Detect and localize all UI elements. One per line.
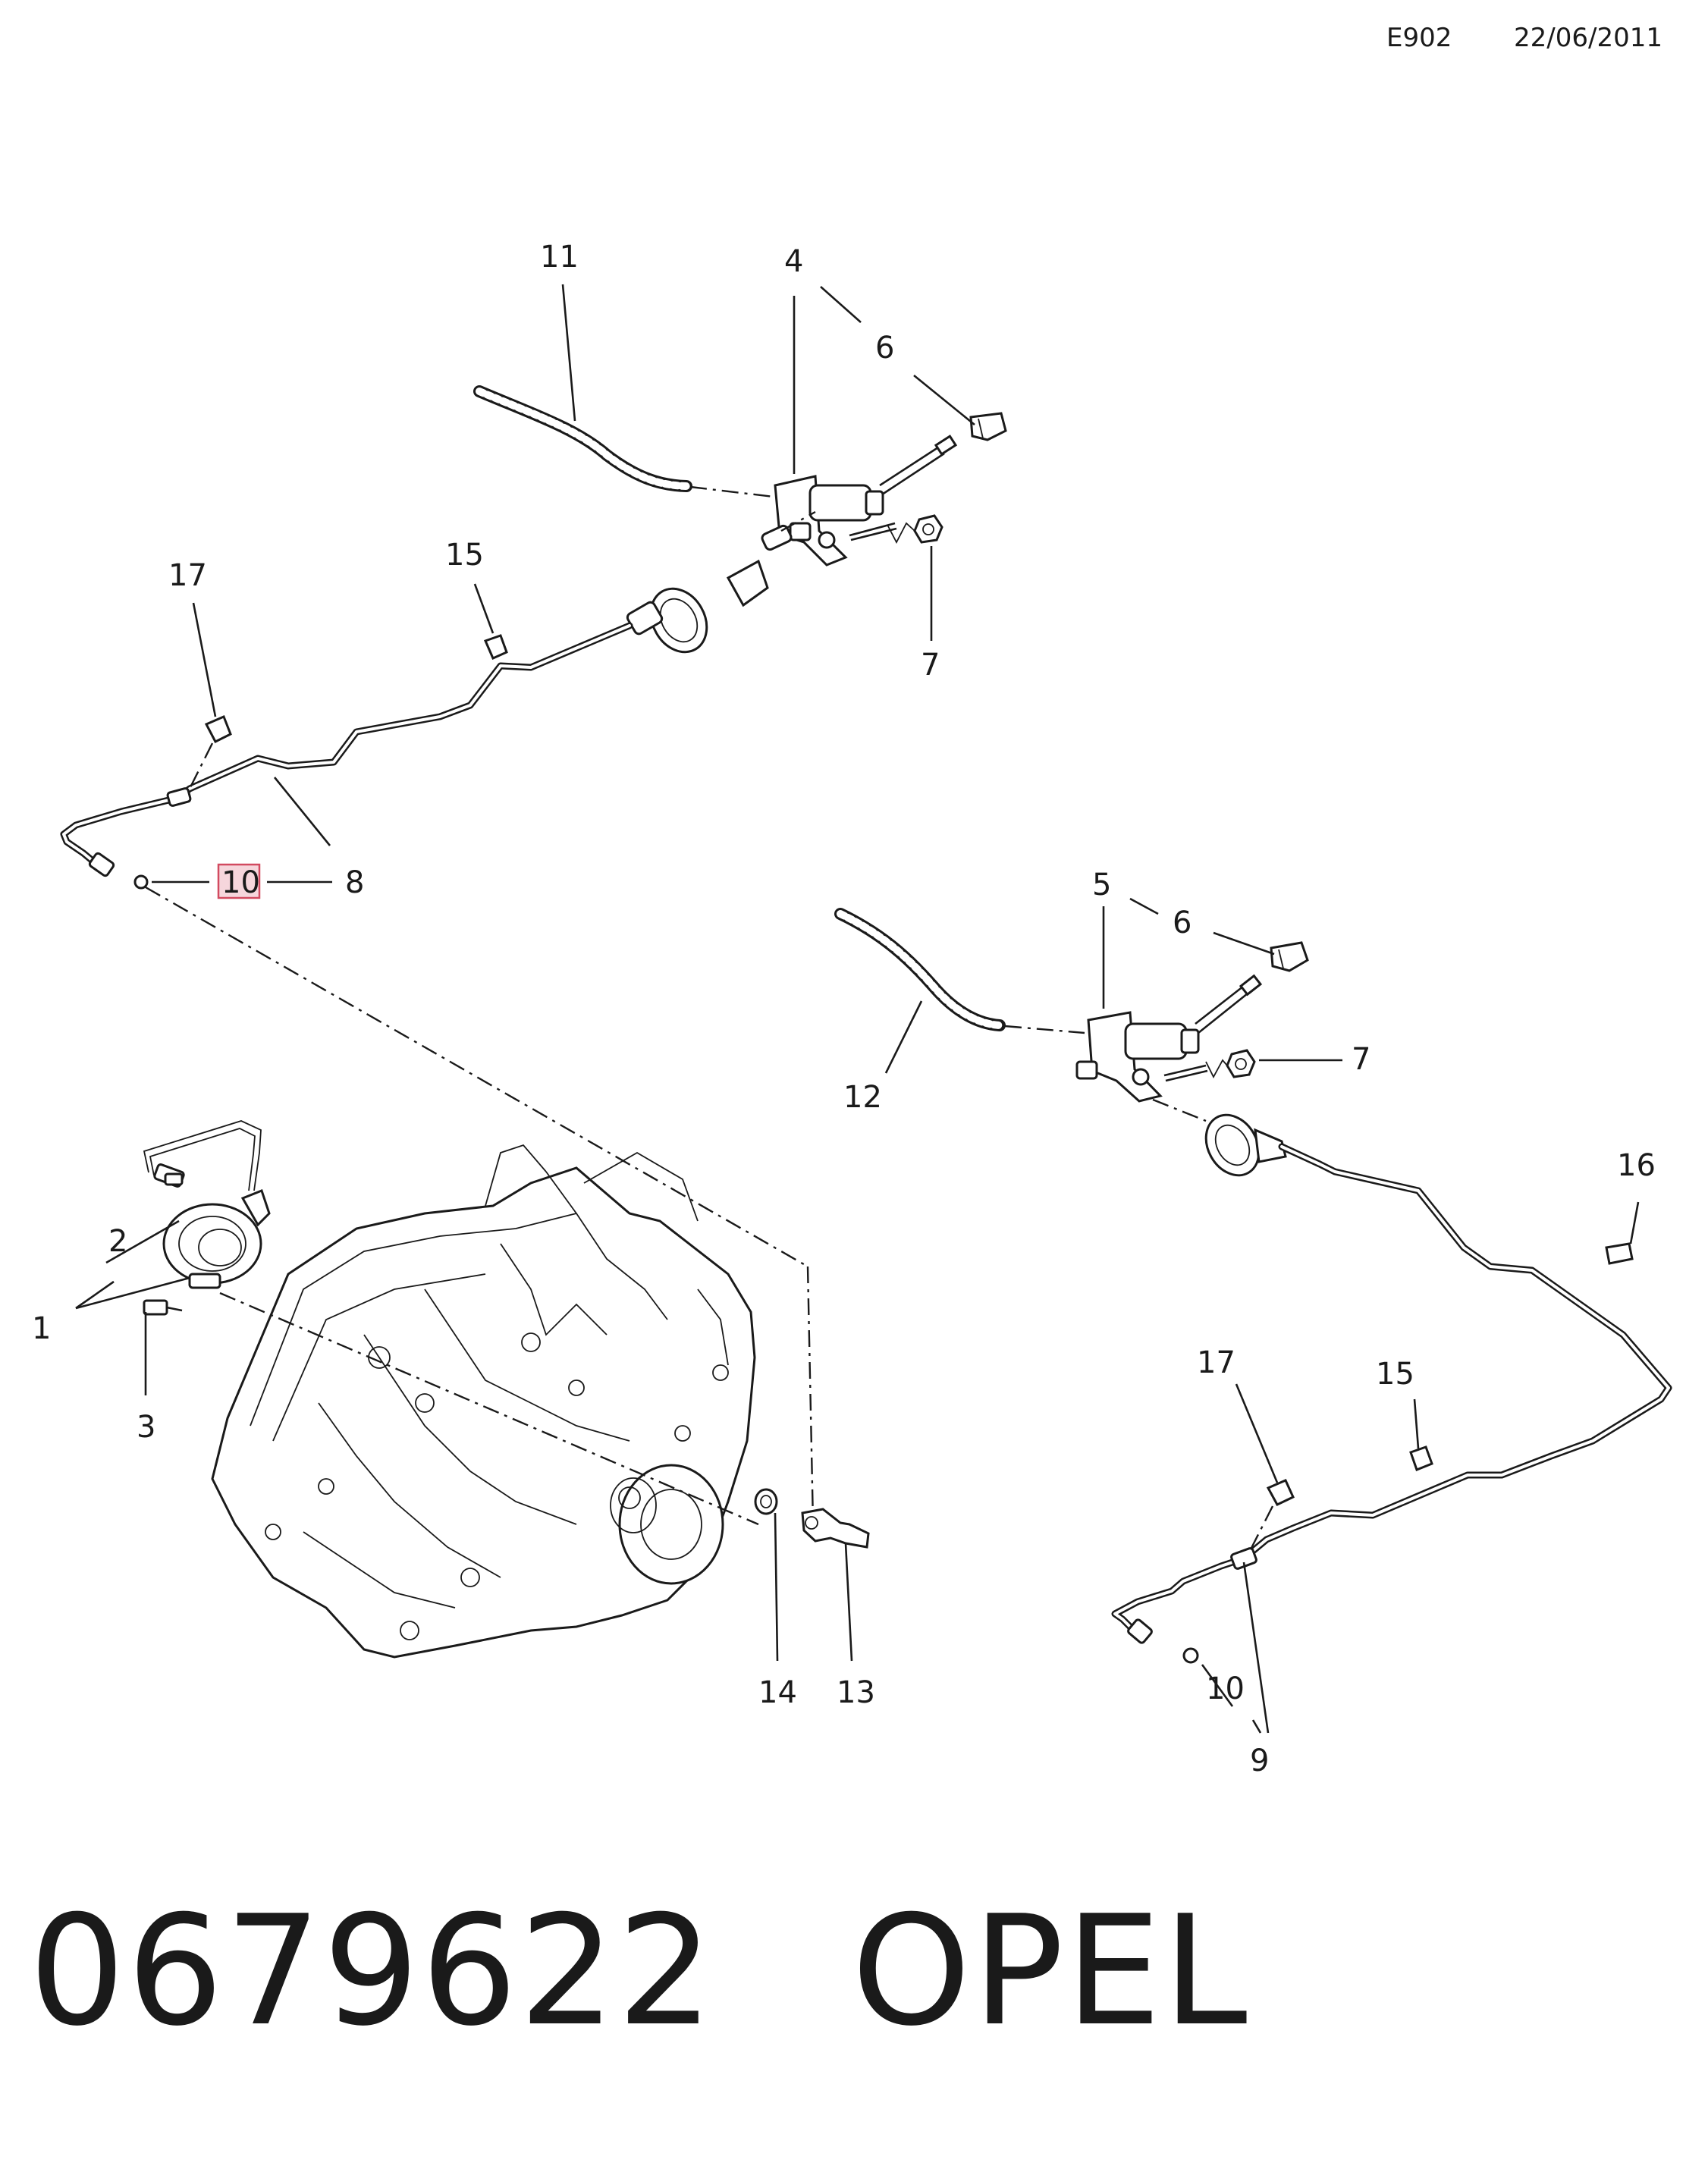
concentric-slave-cylinder <box>143 1120 759 1526</box>
callout-highlight-box <box>217 863 261 899</box>
hydraulic-adapter <box>801 1508 870 1549</box>
callout-15-upper: 15 <box>445 538 484 573</box>
pressure-line-lower <box>1111 1143 1672 1664</box>
callout-6-upper: 6 <box>875 331 894 366</box>
callout-10-lower: 10 <box>1206 1671 1245 1706</box>
reservoir-hose-upper <box>473 385 774 498</box>
callout-10-upper: 10 <box>221 865 260 900</box>
pressure-line-upper <box>60 622 633 890</box>
callout-8: 8 <box>345 865 364 900</box>
part-number: 0679622 <box>29 1883 715 2060</box>
nut-upper <box>887 514 943 544</box>
pipe-clip-15-lower <box>1409 1445 1433 1471</box>
master-cylinder-upper <box>774 435 958 567</box>
callout-9: 9 <box>1250 1744 1269 1778</box>
callout-17-lower: 17 <box>1197 1345 1235 1380</box>
callout-6-lower: 6 <box>1173 906 1192 940</box>
diagram-date: 22/06/2011 <box>1514 23 1662 53</box>
callout-5: 5 <box>1092 868 1111 902</box>
pipe-connector-upper <box>626 510 816 654</box>
bleed-screw <box>164 1172 184 1186</box>
brand-name: OPEL <box>851 1883 1249 2060</box>
callout-13: 13 <box>837 1675 875 1710</box>
pipe-clip-16 <box>1605 1242 1634 1265</box>
pipe-clip-15-upper <box>483 634 508 660</box>
callout-16: 16 <box>1617 1148 1656 1183</box>
callout-1: 1 <box>32 1311 51 1346</box>
callout-4: 4 <box>784 244 803 279</box>
callout-17-upper: 17 <box>168 558 207 593</box>
gearbox-housing <box>211 1144 756 1659</box>
callout-12: 12 <box>843 1080 882 1115</box>
pipe-clip-17-lower <box>1248 1479 1295 1552</box>
nut-lower <box>1205 1049 1256 1078</box>
callout-3: 3 <box>137 1410 155 1445</box>
pipe-clip-17-upper <box>188 715 232 789</box>
callout-7-lower: 7 <box>1352 1042 1370 1077</box>
leader-lines <box>75 284 1640 1734</box>
retaining-clip-lower <box>1270 941 1309 972</box>
diagram-code: E902 <box>1386 23 1452 53</box>
callout-15-lower: 15 <box>1376 1357 1414 1392</box>
mounting-bolt <box>143 1299 183 1316</box>
master-cylinder-lower <box>1075 974 1263 1103</box>
callout-7-upper: 7 <box>921 648 940 683</box>
seal-ring <box>754 1488 778 1515</box>
callout-14: 14 <box>758 1675 797 1710</box>
callout-11-upper: 11 <box>540 240 579 275</box>
retaining-clip-upper <box>969 412 1007 441</box>
pipe-connector-lower <box>1152 1098 1287 1177</box>
reservoir-hose-lower <box>834 908 1085 1034</box>
callout-2: 2 <box>108 1224 127 1259</box>
